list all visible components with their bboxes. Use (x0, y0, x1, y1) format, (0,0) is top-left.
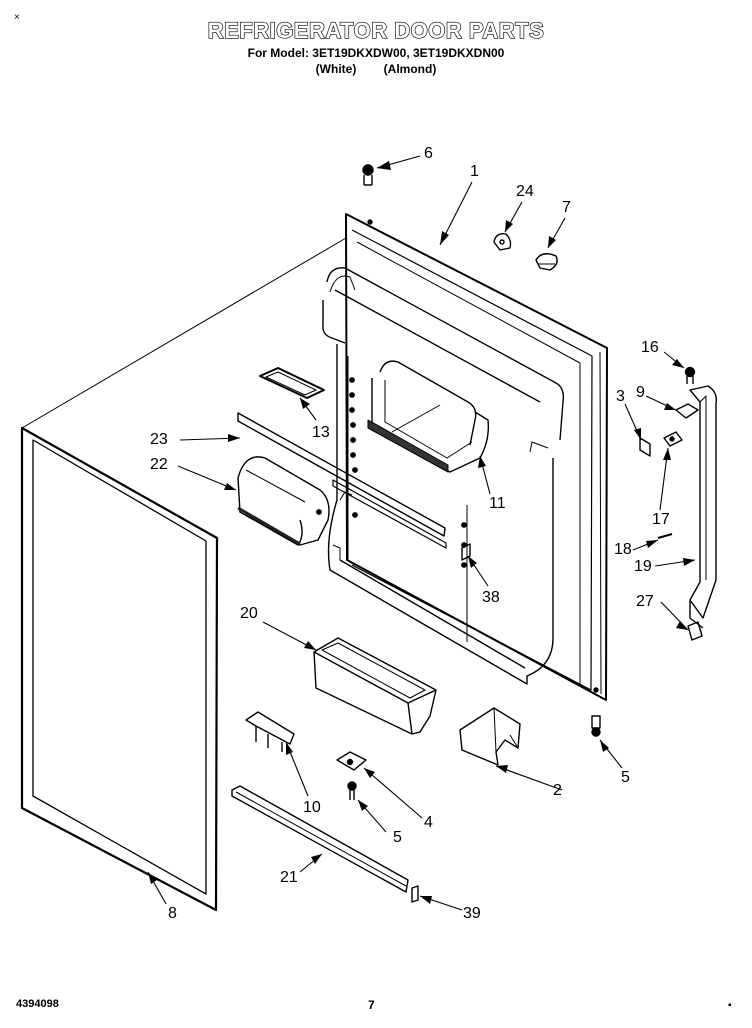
document-number: 4394098 (16, 998, 59, 1010)
part-9 (675, 403, 699, 419)
callout-10: 10 (303, 799, 321, 816)
callout-20: 20 (240, 605, 258, 622)
door-gasket-part (20, 237, 347, 912)
callout-22: 22 (150, 456, 168, 473)
bottom-trim-part (231, 785, 409, 893)
screw-6-part (362, 164, 374, 186)
callout-9: 9 (636, 384, 645, 401)
callout-18: 18 (614, 541, 632, 558)
callout-19: 19 (634, 558, 652, 575)
callout-38: 38 (482, 589, 500, 606)
page-number: 7 (368, 998, 375, 1012)
screw-5-right-part (591, 715, 601, 737)
page-title: REFRIGERATOR DOOR PARTS (207, 17, 545, 43)
corner-mark-right: ▪ (728, 1000, 732, 1011)
color-almond: (Almond) (383, 62, 437, 76)
dairy-door-part (259, 367, 325, 399)
callout-17: 17 (652, 511, 670, 528)
callout-13: 13 (312, 424, 330, 441)
model-subtitle: For Model: 3ET19DKXDW00, 3ET19DKXDN00 (247, 46, 505, 60)
callout-1: 1 (470, 163, 479, 180)
butter-compartment-part (237, 456, 330, 546)
screw-5-bottom-part (347, 781, 357, 800)
color-white: (White) (315, 62, 357, 76)
part-3 (639, 437, 651, 457)
callout-27: 27 (636, 593, 654, 610)
corner-mark-left: × (14, 12, 20, 23)
callout-3: 3 (616, 388, 625, 405)
leader-lines (147, 155, 696, 911)
plug-7-part (535, 253, 558, 271)
door-handle-part (689, 385, 718, 629)
part-39 (411, 885, 419, 903)
hinge-plate-4-part (336, 751, 367, 771)
callout-7: 7 (562, 199, 571, 216)
part-18 (657, 533, 673, 539)
callout-6: 6 (424, 145, 433, 162)
bottom-cap-part (459, 707, 521, 766)
color-variants: (White) (Almond) (0, 62, 752, 76)
callout-23: 23 (150, 431, 168, 448)
door-bin-part (313, 637, 437, 735)
shelf-rail-lower-part (332, 479, 447, 549)
part-27 (687, 621, 703, 641)
callout-16: 16 (641, 339, 659, 356)
callout-39: 39 (463, 905, 481, 922)
callout-21: 21 (280, 869, 298, 886)
part-17 (663, 431, 683, 447)
callout-5-bottom: 5 (393, 829, 402, 846)
callout-5-right: 5 (621, 769, 630, 786)
upper-bin-part (367, 360, 490, 473)
part-38 (461, 543, 471, 561)
callout-8: 8 (168, 905, 177, 922)
callout-11: 11 (489, 495, 506, 512)
plug-24-part (493, 232, 512, 251)
arrowheads (148, 161, 695, 904)
door-liner-part (322, 213, 608, 701)
shelf-rail-part (237, 412, 446, 537)
bracket-10-part (245, 711, 295, 752)
callout-24: 24 (516, 183, 534, 200)
callout-4: 4 (424, 814, 433, 831)
screw-16-part (684, 366, 696, 384)
callout-2: 2 (553, 782, 562, 799)
